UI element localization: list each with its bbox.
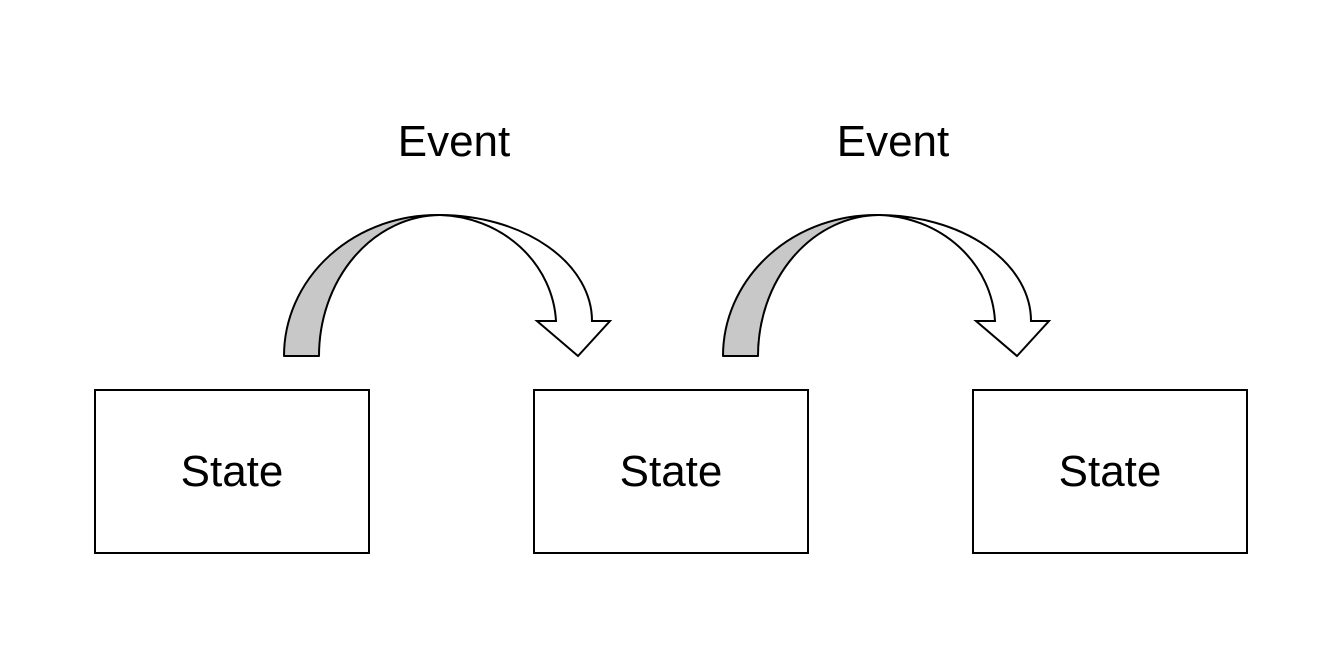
arrow-2-head xyxy=(878,214,1052,358)
state-box-1: State xyxy=(94,389,370,554)
event-label-2: Event xyxy=(836,117,950,166)
state-box-2: State xyxy=(533,389,809,554)
transition-arrow-1 xyxy=(283,213,613,358)
arrow-1-head xyxy=(439,214,613,358)
arrow-2-underside xyxy=(722,213,880,357)
state-box-3: State xyxy=(972,389,1248,554)
arrow-1-underside xyxy=(283,213,441,357)
state-label-3: State xyxy=(1058,446,1162,496)
event-label-1: Event xyxy=(397,117,511,166)
state-label-1: State xyxy=(180,446,284,496)
transition-arrow-2 xyxy=(722,213,1052,358)
state-label-2: State xyxy=(619,446,723,496)
